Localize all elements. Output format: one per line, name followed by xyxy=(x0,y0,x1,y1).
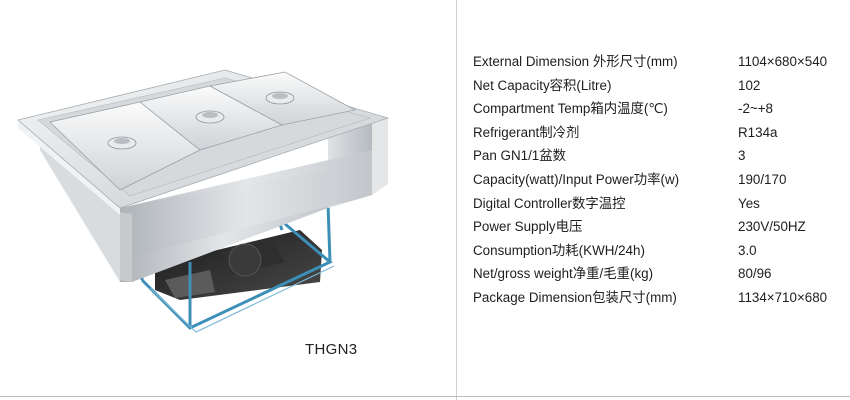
spec-value: 230V/50HZ xyxy=(738,219,806,235)
spec-value: 3.0 xyxy=(738,242,757,258)
spec-row: Capacity(watt)/Input Power功率(w) 190/170 xyxy=(473,168,848,192)
spec-label: Compartment Temp箱内温度(℃) xyxy=(473,101,668,117)
spec-value: 80/96 xyxy=(738,266,772,282)
spec-value: 190/170 xyxy=(738,171,787,187)
spec-value: Yes xyxy=(738,195,760,211)
spec-row: Net/gross weight净重/毛重(kg) 80/96 xyxy=(473,262,848,286)
spec-row: Compartment Temp箱内温度(℃) -2~+8 xyxy=(473,97,848,121)
spec-row: Pan GN1/1盆数 3 xyxy=(473,144,848,168)
gn-pans xyxy=(49,71,357,191)
spec-value: 1134×710×680 xyxy=(738,289,828,305)
spec-label: External Dimension 外形尺寸(mm) xyxy=(473,54,678,69)
spec-value: -2~+8 xyxy=(738,101,773,117)
product-panel: THGN3 xyxy=(17,69,390,358)
product-image xyxy=(17,69,390,333)
spec-label: Consumption功耗(KWH/24h) xyxy=(473,242,645,258)
spec-label: Power Supply电压 xyxy=(473,219,583,235)
spec-label: Pan GN1/1盆数 xyxy=(473,148,567,164)
spec-label: Net/gross weight净重/毛重(kg) xyxy=(473,266,654,282)
spec-row: Digital Controller数字温控 Yes xyxy=(473,192,848,216)
spec-row: Package Dimension包装尺寸(mm) 1134×710×680 xyxy=(473,286,848,310)
spec-label: Net Capacity容积(Litre) xyxy=(473,77,612,93)
spec-row: Refrigerant制冷剂 R134a xyxy=(473,121,848,145)
spec-row: Consumption功耗(KWH/24h) 3.0 xyxy=(473,239,848,263)
spec-row: Power Supply电压 230V/50HZ xyxy=(473,215,848,239)
spec-row: External Dimension 外形尺寸(mm) 1104×680×540 xyxy=(473,50,848,74)
pan-lid-3 xyxy=(208,71,357,126)
bottom-rule xyxy=(0,396,850,397)
model-label: THGN3 xyxy=(305,341,358,358)
spec-label: Refrigerant制冷剂 xyxy=(473,124,580,140)
spec-row: Net Capacity容积(Litre) 102 xyxy=(473,74,848,98)
spec-value: R134a xyxy=(738,124,778,140)
spec-value: 1104×680×540 xyxy=(738,54,828,69)
spec-table: External Dimension 外形尺寸(mm) 1104×680×540… xyxy=(473,50,848,310)
divider xyxy=(456,0,457,400)
spec-label: Package Dimension包装尺寸(mm) xyxy=(473,289,677,305)
spec-value: 3 xyxy=(738,148,746,164)
spec-label: Capacity(watt)/Input Power功率(w) xyxy=(473,171,680,187)
spec-value: 102 xyxy=(738,77,761,93)
pan-lid-2 xyxy=(139,85,284,151)
spec-label: Digital Controller数字温控 xyxy=(473,195,626,211)
